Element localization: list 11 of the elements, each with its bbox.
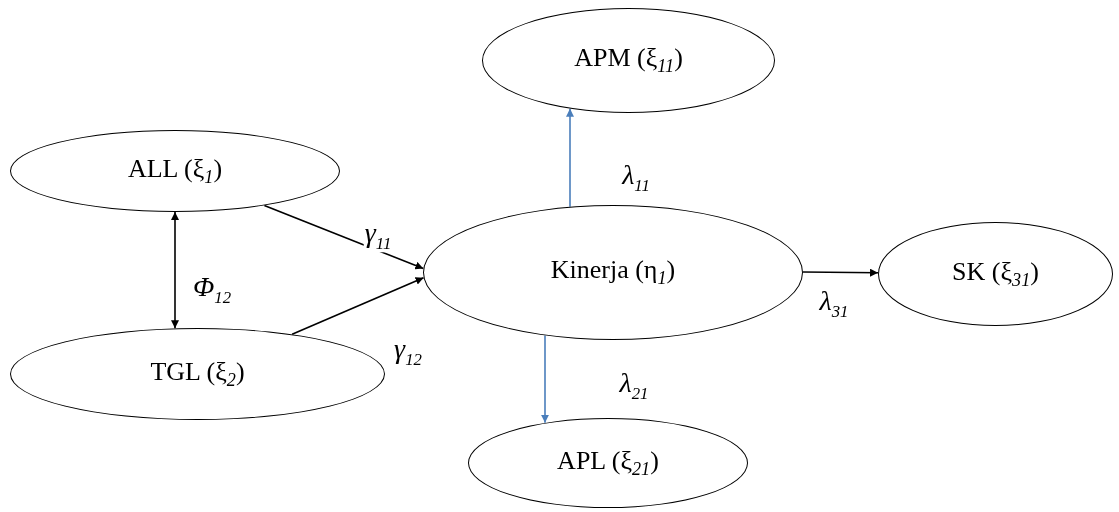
construct-label: APM (ξ$_{11}$) [574,43,683,78]
arrow [263,204,425,270]
arrow [171,211,179,330]
construct-label: ALL (ξ$_{1}$) [127,153,223,189]
construct-label: TGL (ξ$_{2}$) [150,356,245,392]
arrow [541,334,549,424]
arrow [291,276,425,336]
construct-label: APL (ξ$_{21}$) [557,445,659,481]
construct-label: SK (ξ$_{31}$) [952,256,1039,292]
construct-label: Kinerja (η$_{1}$) [550,255,676,290]
arrow [802,268,879,277]
